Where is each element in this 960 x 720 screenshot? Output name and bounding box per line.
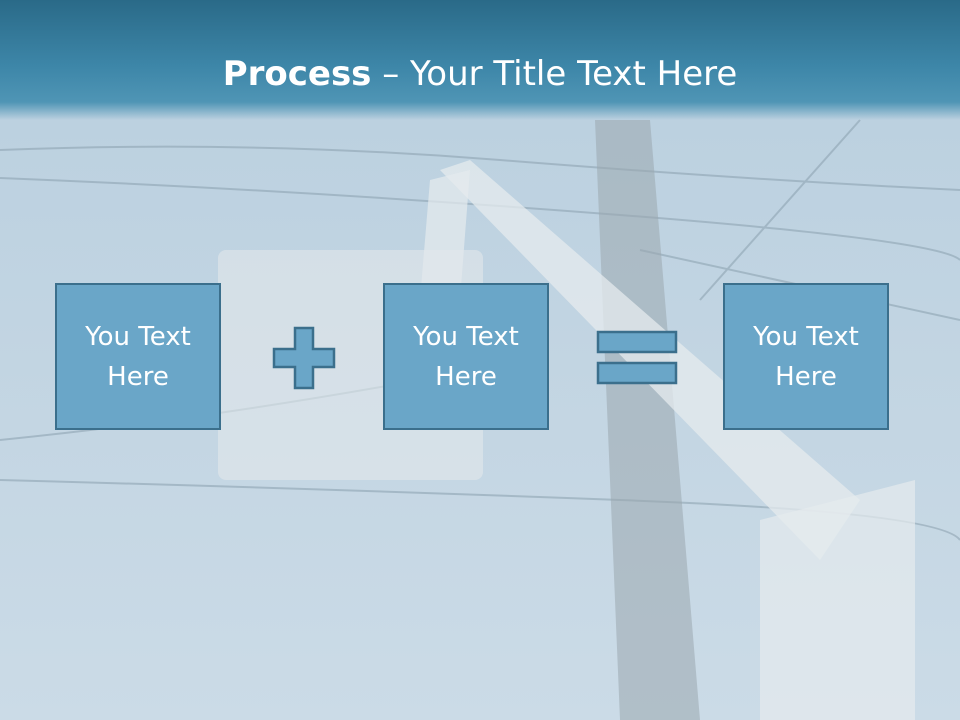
process-box-2[interactable]: You Text Here xyxy=(383,283,549,430)
title-bold-part: Process xyxy=(222,54,372,94)
process-box-2-text: You Text Here xyxy=(413,321,519,392)
process-box-3[interactable]: You Text Here xyxy=(723,283,889,430)
process-box-3-text: You Text Here xyxy=(753,321,859,392)
process-box-1-text: You Text Here xyxy=(85,321,191,392)
title-bar: Process – Your Title Text Here xyxy=(0,0,960,120)
equals-icon xyxy=(596,330,678,385)
slide-title: Process – Your Title Text Here xyxy=(0,52,960,96)
process-box-1[interactable]: You Text Here xyxy=(55,283,221,430)
plus-icon xyxy=(272,326,336,390)
title-rest-part: – Your Title Text Here xyxy=(371,54,738,94)
